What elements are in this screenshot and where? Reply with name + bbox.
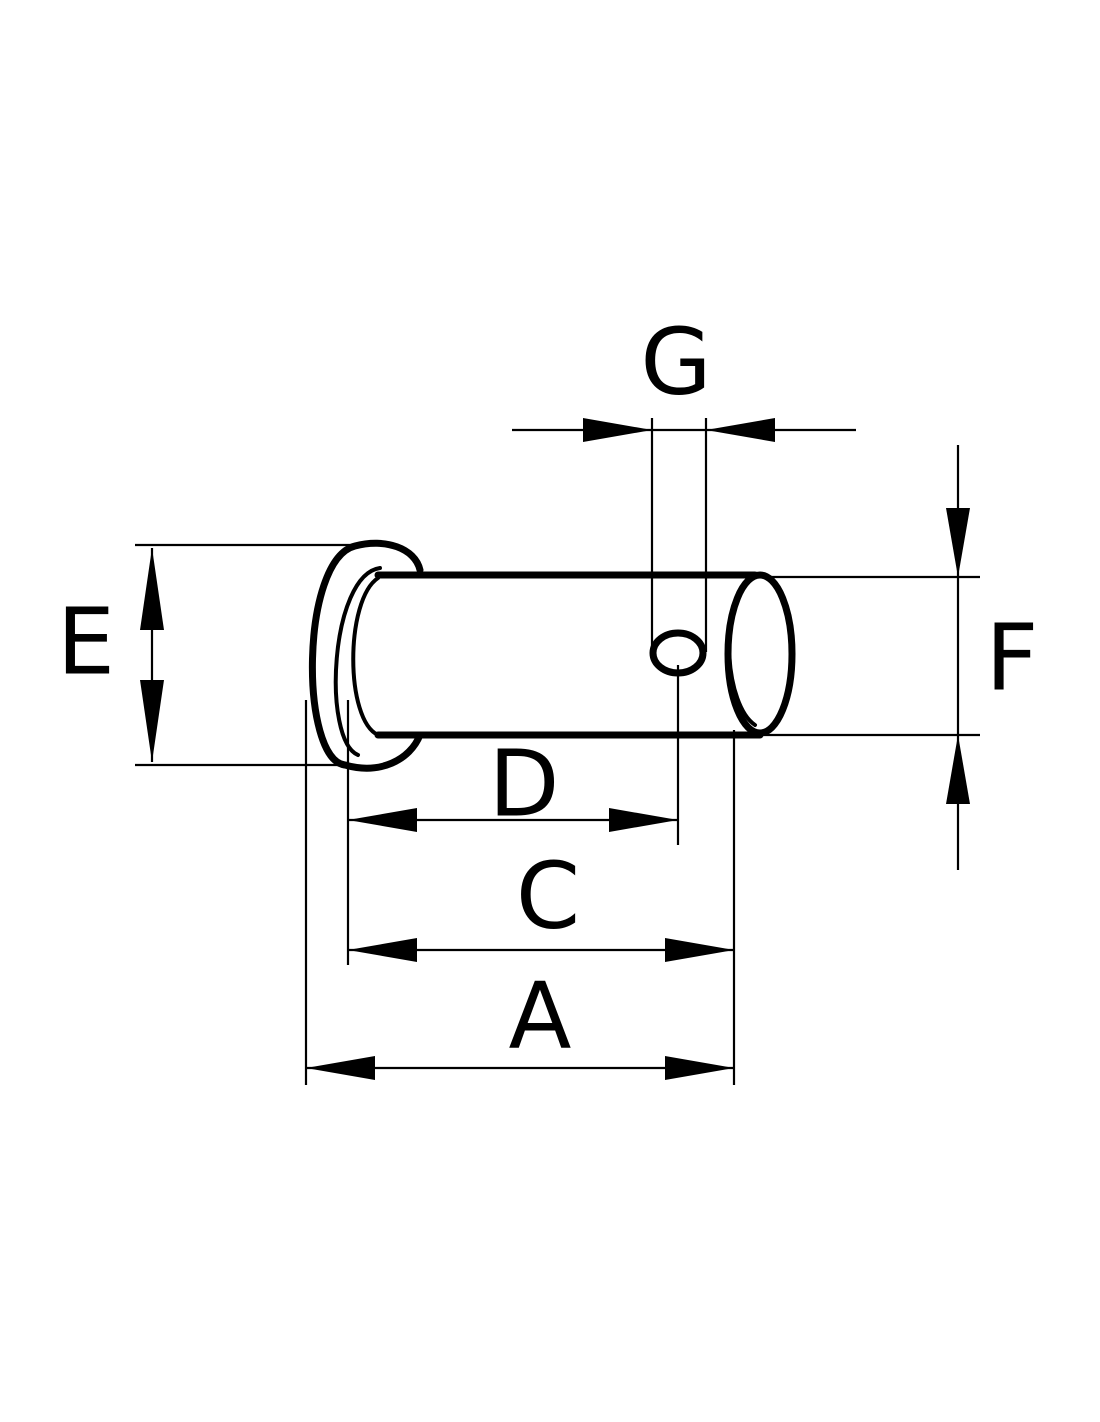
dimension-A <box>306 1056 734 1080</box>
pin-shank-left-curve <box>351 576 380 737</box>
label-E: E <box>57 589 115 696</box>
label-F: F <box>986 605 1039 712</box>
pin-head-outer-rim <box>309 539 424 769</box>
pin-end-inner-ellipse <box>727 583 757 727</box>
dimension-C <box>348 938 734 962</box>
label-A: A <box>509 963 572 1070</box>
dimension-E <box>140 548 164 762</box>
extension-lines <box>135 418 980 1085</box>
pin-head-bottom <box>341 731 424 772</box>
label-D: D <box>489 731 560 838</box>
clevis-pin <box>309 539 796 772</box>
dimension-G <box>512 418 856 442</box>
dimension-F <box>946 445 970 870</box>
pin-head-inner-rim <box>333 566 382 757</box>
dimension-D <box>348 808 678 832</box>
label-G: G <box>640 309 711 416</box>
label-C: C <box>516 843 580 950</box>
